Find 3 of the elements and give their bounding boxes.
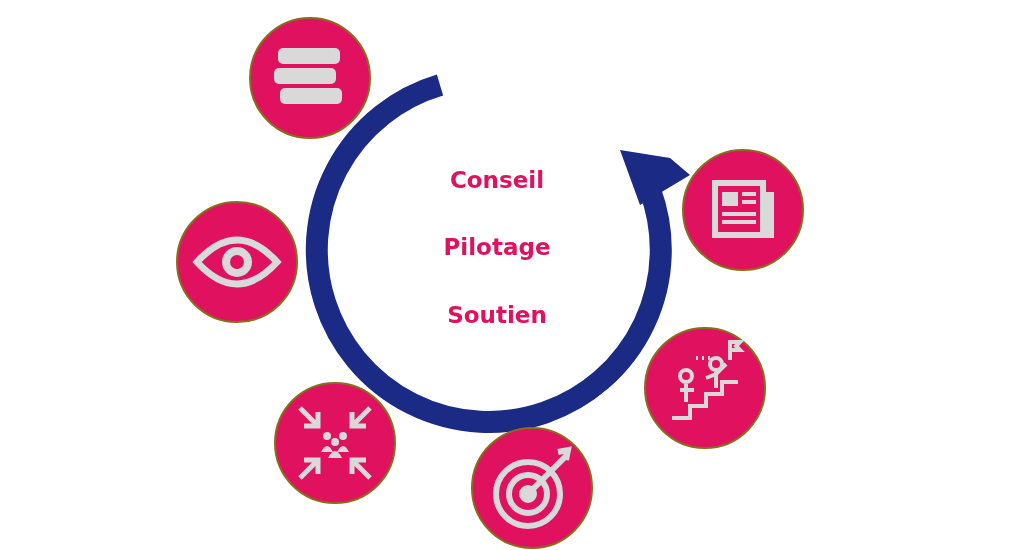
center-label: Soutien [447,302,547,328]
center-label: Pilotage [443,234,551,260]
center-label: Conseil [449,167,545,193]
